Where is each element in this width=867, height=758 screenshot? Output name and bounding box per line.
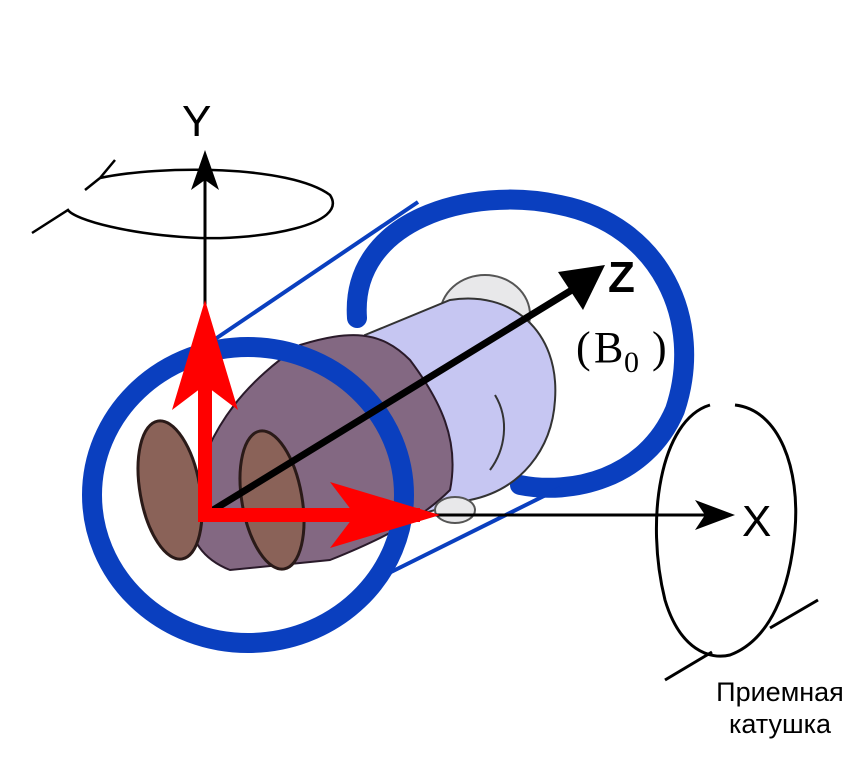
y-axis-label: Y [182, 97, 211, 146]
magnet-bottom-edge [384, 486, 561, 577]
red-vector-frame [198, 350, 420, 522]
b0-label: B [594, 323, 623, 372]
x-axis-arrowhead [695, 500, 735, 530]
red-vector-y-arrowhead [172, 300, 238, 410]
precession-tail-2 [99, 159, 116, 179]
red-vector-x-arrowhead [330, 482, 440, 548]
receiver-coil-caption-line1: Приемная [716, 677, 844, 707]
patient-arm [489, 394, 506, 471]
b0-close-paren: ) [652, 323, 667, 372]
patient-right-hand [434, 496, 476, 524]
z-axis-arrowhead [558, 265, 605, 310]
receiver-coil-lead-1 [664, 650, 713, 682]
receiver-coil-caption-line2: катушка [728, 709, 832, 739]
receiver-coil [655, 403, 798, 658]
magnet-top-edge [194, 200, 420, 354]
magnet-back-ring [346, 189, 695, 498]
b0-open-paren: ( [576, 323, 591, 372]
z-axis-line [203, 282, 582, 518]
z-axis-label: Z [608, 253, 635, 302]
receiver-coil-caption: Приемная катушка [700, 676, 860, 740]
precession-loop [31, 168, 334, 240]
precession-tail [84, 177, 101, 191]
magnet-front-ring [82, 337, 414, 653]
receiver-coil-lead-2 [769, 598, 819, 630]
x-axis-label: X [742, 497, 771, 546]
b0-subscript: 0 [624, 346, 639, 379]
